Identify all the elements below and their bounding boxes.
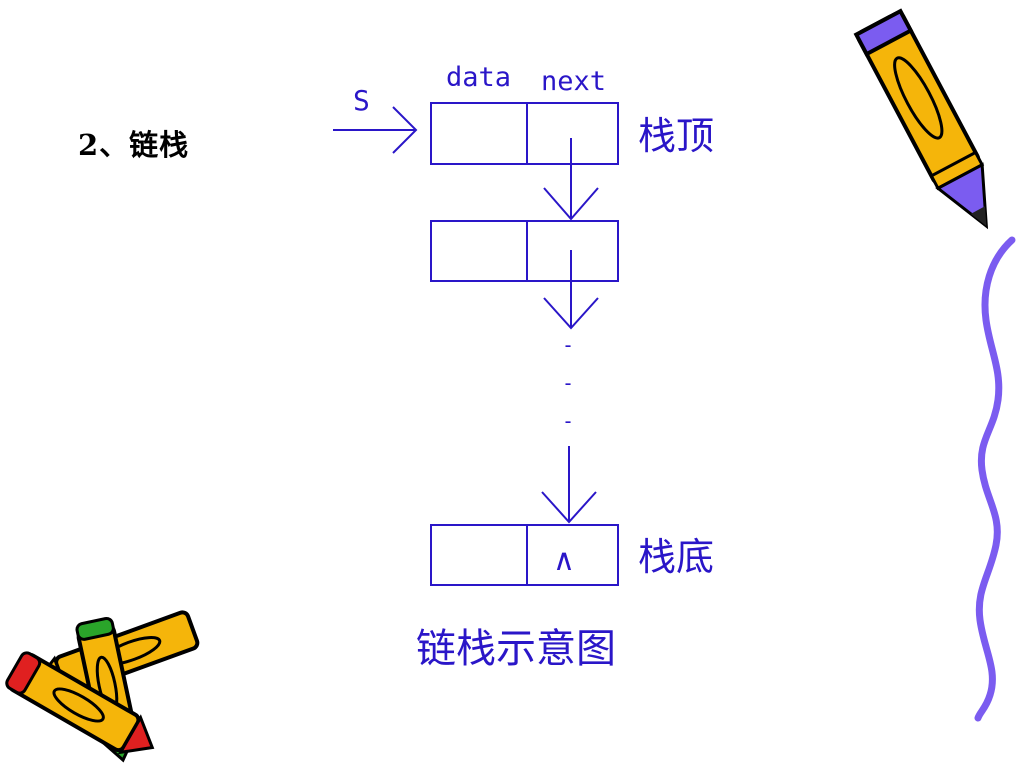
ellipsis-dot: - [562, 409, 574, 433]
stack-node-top [430, 102, 619, 165]
diagram-caption: 链栈示意图 [416, 626, 616, 672]
pointer-arrow [333, 106, 418, 154]
ellipsis-dot: - [562, 371, 574, 395]
next-arrow-1 [543, 138, 599, 221]
stack-bottom-label: 栈底 [638, 535, 714, 579]
ellipsis-dot: - [562, 333, 574, 357]
data-field-label: data [446, 62, 511, 93]
next-field-label: next [541, 66, 606, 97]
next-arrow-2 [543, 250, 599, 330]
pointer-label: S [353, 84, 370, 117]
stack-node-bottom [430, 524, 619, 586]
slide-heading: 2、链栈 [78, 128, 190, 162]
stack-top-label: 栈顶 [638, 114, 714, 158]
null-pointer-symbol: ∧ [553, 543, 575, 578]
stack-node-second [430, 220, 619, 282]
next-arrow-3 [541, 446, 597, 524]
